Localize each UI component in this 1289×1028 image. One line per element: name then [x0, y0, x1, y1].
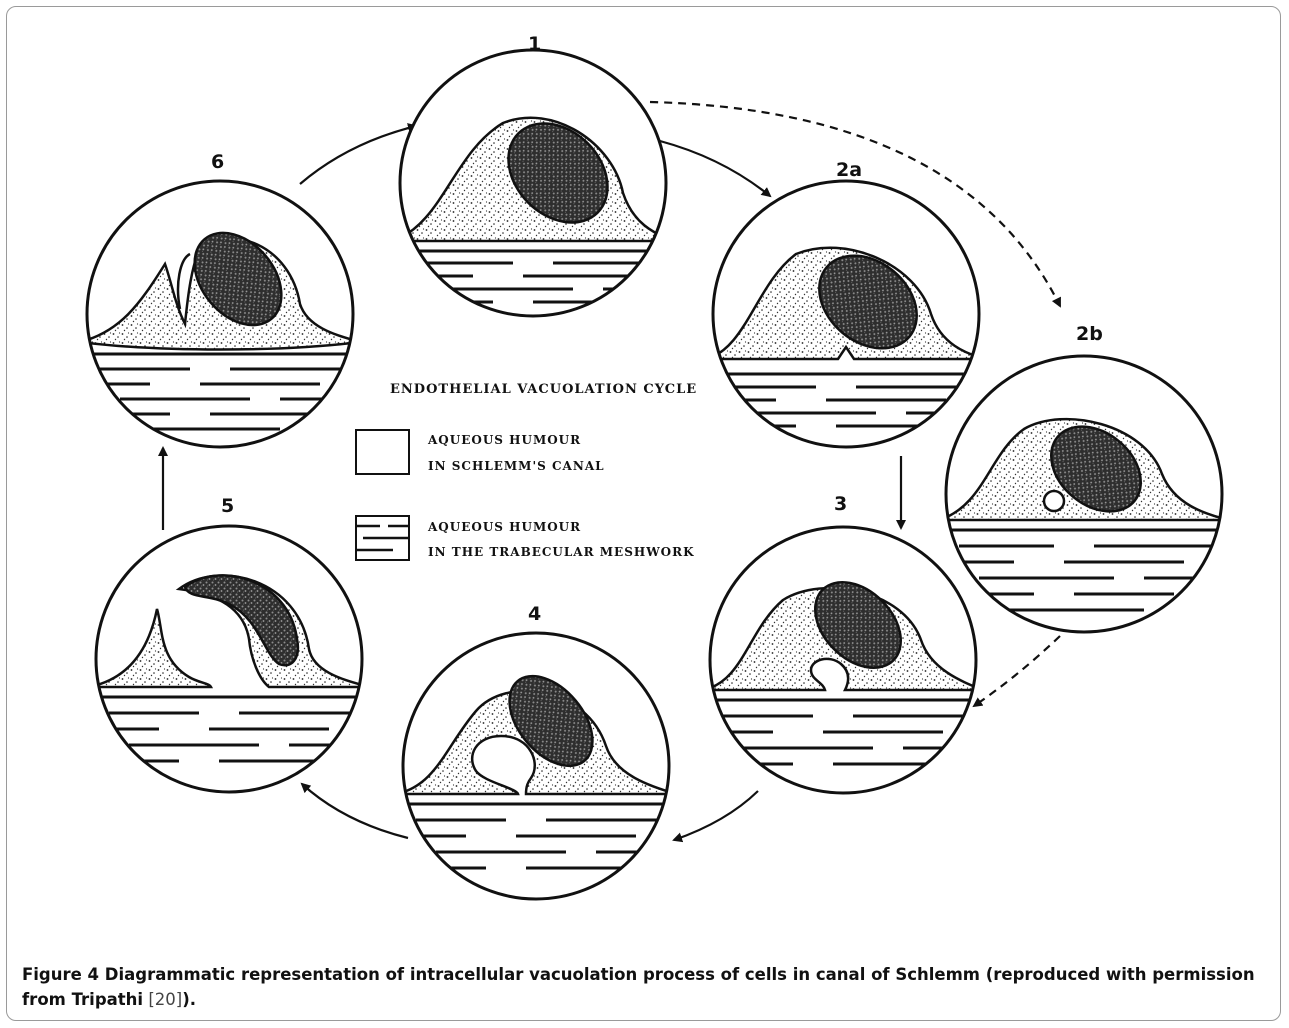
nucleus: [507, 122, 609, 224]
stage-label-2a: 2a: [836, 159, 862, 181]
legend-line2: IN SCHLEMM'S CANAL: [428, 459, 605, 473]
diagram-title: ENDOTHELIAL VACUOLATION CYCLE: [390, 382, 697, 397]
stage-2b-cell: [944, 354, 1224, 634]
vacuole: [1042, 489, 1066, 513]
nucleus: [813, 580, 903, 670]
caption-text: Diagrammatic representation of intracell…: [22, 965, 1255, 1009]
legend-item-trabecular-meshwork: AQUEOUS HUMOUR IN THE TRABECULAR MESHWOR…: [355, 515, 695, 561]
arrow-6-to-1: [299, 123, 418, 185]
arrow-3-to-4: [672, 790, 759, 843]
stage-label-4: 4: [528, 603, 541, 625]
membrane-fold: [176, 252, 191, 310]
arrow-4-to-5: [300, 782, 409, 840]
cycle-arrows: [158, 100, 1061, 843]
stage-3-cell: [708, 525, 978, 795]
legend-line2: IN THE TRABECULAR MESHWORK: [428, 545, 695, 559]
stage-label-6: 6: [211, 151, 224, 173]
caption-author: Tripathi: [71, 990, 144, 1009]
stage-label-2b: 2b: [1076, 323, 1103, 345]
legend-line1: AQUEOUS HUMOUR: [427, 433, 581, 447]
stage-label-5: 5: [221, 495, 234, 517]
arrow-1-to-2b-dashed: [649, 100, 1061, 308]
stage-1-cell: [398, 48, 668, 318]
nucleus: [818, 254, 918, 350]
nucleus: [193, 231, 283, 327]
legend: AQUEOUS HUMOUR IN SCHLEMM'S CANAL AQUEOU…: [355, 429, 695, 561]
caption-ref-close: ]: [175, 990, 183, 1009]
caption-label: Figure 4: [22, 965, 100, 984]
stage-label-3: 3: [834, 493, 847, 515]
nucleus: [183, 574, 300, 667]
figure-caption: Figure 4 Diagrammatic representation of …: [22, 962, 1272, 1012]
stage-5-cell: [94, 524, 364, 794]
legend-item-schlemms-canal: AQUEOUS HUMOUR IN SCHLEMM'S CANAL: [355, 429, 605, 475]
arrow-2b-to-3-dashed: [972, 635, 1061, 708]
vacuolation-cycle-diagram: 1 2a: [85, 33, 1224, 901]
arrow-1-to-2a: [659, 139, 772, 198]
citation-link[interactable]: 20: [154, 990, 176, 1009]
caption-ref-open: [: [143, 990, 155, 1009]
caption-end: ).: [182, 990, 197, 1009]
nucleus: [1050, 425, 1142, 513]
legend-swatch-blank: [355, 429, 410, 475]
stage-label-1: 1: [528, 33, 541, 55]
legend-line1: AQUEOUS HUMOUR: [427, 520, 581, 534]
nucleus: [508, 674, 594, 768]
stage-6-cell: [85, 179, 355, 449]
stage-2a-cell: [711, 179, 981, 449]
stage-4-cell: [401, 631, 671, 901]
cytoplasm-left-flap: [96, 608, 214, 689]
